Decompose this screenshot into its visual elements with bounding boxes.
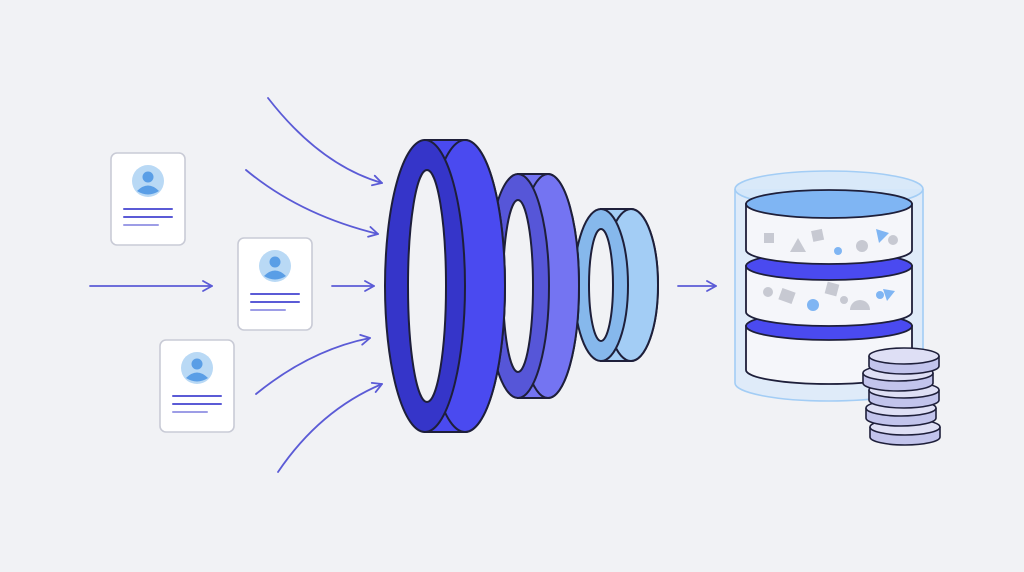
database — [734, 170, 924, 402]
funnel-ring-middle — [486, 173, 580, 399]
user-avatar-icon — [259, 250, 291, 282]
database-layer-top — [745, 189, 913, 265]
profile-card-3 — [159, 339, 235, 433]
coin — [868, 347, 940, 375]
arrow-curve-lower — [255, 333, 371, 395]
profile-card-2 — [237, 237, 313, 331]
card-text-lines — [123, 208, 173, 226]
card-text-lines — [250, 293, 300, 311]
arrow-curve-upper — [245, 169, 379, 238]
user-avatar-icon — [132, 165, 164, 197]
user-avatar-icon — [181, 352, 213, 384]
profile-card-1 — [110, 152, 186, 246]
filter-funnel — [384, 139, 659, 433]
funnel-ring-front — [384, 139, 506, 433]
card-body — [159, 339, 235, 433]
incoming-arrows — [89, 97, 717, 473]
funnel-ring-back — [573, 208, 659, 362]
database-particles-top — [764, 228, 898, 255]
arrow-curve-bottom — [277, 381, 383, 473]
database-particles-middle — [763, 281, 895, 311]
card-text-lines — [172, 395, 222, 413]
arrow-curve-top — [267, 97, 383, 187]
coin-stack — [862, 347, 941, 446]
card-body — [237, 237, 313, 331]
card-body — [110, 152, 186, 246]
